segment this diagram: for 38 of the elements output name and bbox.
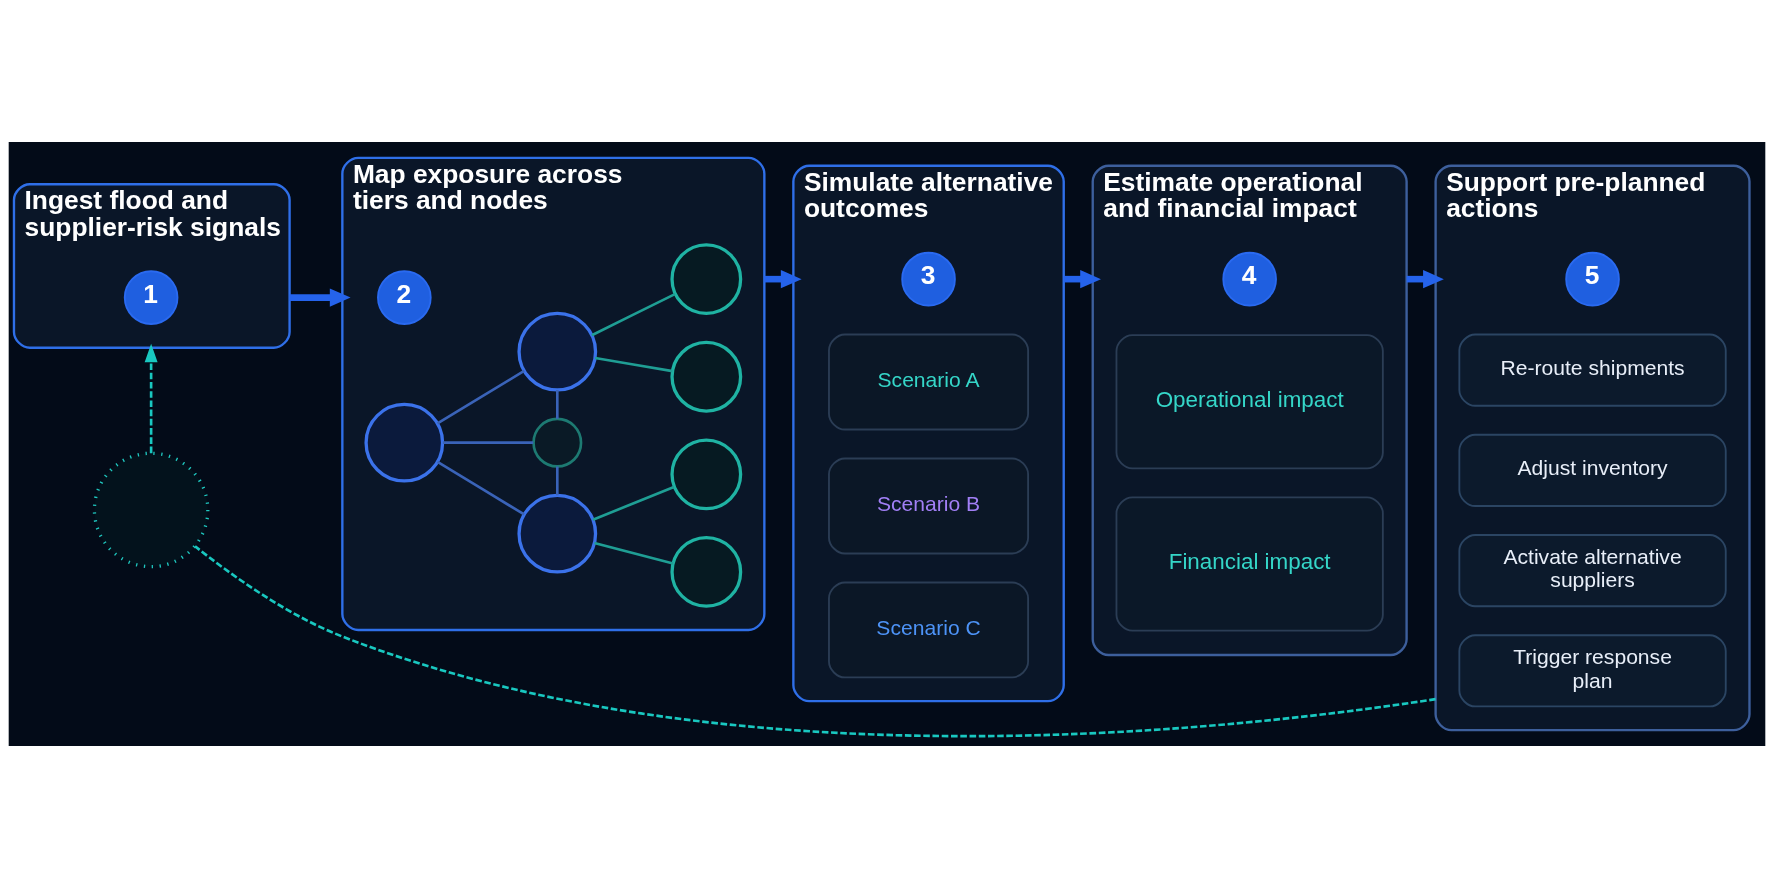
node-circle: 1 (123, 269, 179, 325)
arrow (1063, 269, 1101, 288)
node-box: Scenario A (828, 333, 1030, 430)
node-circle (670, 535, 743, 608)
arrow (764, 269, 802, 288)
node-circle: 2 (377, 269, 432, 325)
connector (592, 485, 675, 521)
node-circle: 3 (901, 251, 956, 306)
connector (436, 369, 525, 424)
connector (442, 440, 534, 444)
arrow (144, 343, 158, 453)
connector (594, 541, 674, 565)
connector (591, 292, 676, 336)
node-circle (92, 451, 210, 568)
arrow (1406, 269, 1444, 288)
node-box: Adjust inventory (1458, 433, 1727, 507)
connector (556, 466, 559, 495)
node-circle (670, 340, 743, 413)
node-circle (670, 242, 743, 315)
connector (436, 460, 525, 516)
node-box: Operational impact (1115, 333, 1384, 469)
node-circle (517, 311, 598, 392)
connector (194, 544, 1436, 737)
node-box: Financial impact (1115, 496, 1384, 632)
node-circle (364, 402, 445, 483)
node-circle: 4 (1222, 251, 1277, 306)
node-box: Scenario C (828, 581, 1030, 678)
node-box: Re-route shipments (1458, 333, 1727, 407)
node-circle (670, 437, 743, 510)
node-circle (532, 417, 583, 468)
node-circle (517, 493, 598, 574)
connector (594, 356, 673, 372)
node-box: Scenario B (828, 457, 1030, 554)
arrow (289, 288, 351, 307)
node-box: Activate alternative suppliers (1458, 533, 1727, 607)
connector (556, 389, 559, 419)
node-circle: 5 (1565, 251, 1620, 306)
node-box: Trigger response plan (1458, 633, 1727, 707)
